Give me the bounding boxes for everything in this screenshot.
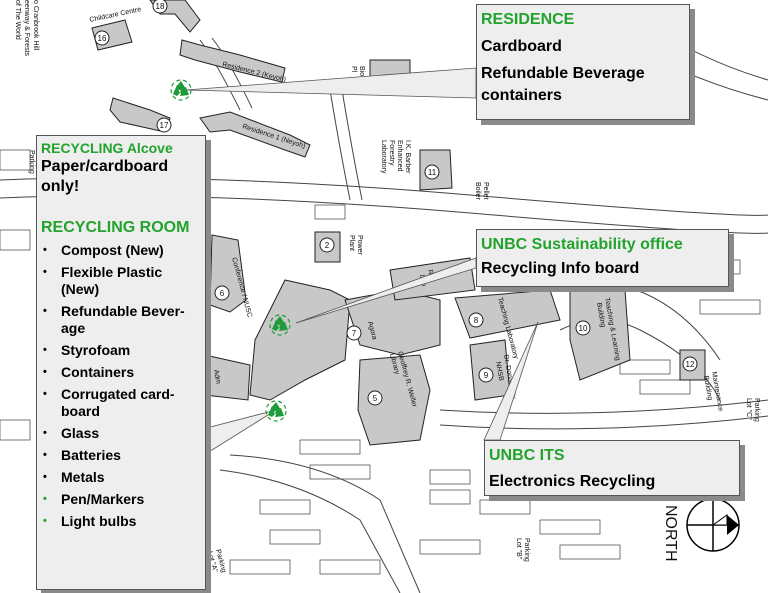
map-label: Parking xyxy=(753,398,760,422)
its-callout: UNBC ITS Electronics Recycling xyxy=(484,440,740,496)
map-label: Boiler xyxy=(474,182,481,201)
map-label: Lot "B" xyxy=(515,538,522,560)
map-label: Enhanced xyxy=(396,140,403,172)
map-label: Plant xyxy=(348,235,355,251)
map-label: Lot "C" xyxy=(745,398,752,420)
list-item: •Corrugated card-board xyxy=(43,386,175,419)
callout-heading: UNBC ITS xyxy=(489,447,565,464)
map-label: I.K. Barber xyxy=(404,140,411,174)
list-item: •Styrofoam xyxy=(43,342,131,358)
map-label: Pl xyxy=(350,66,357,73)
building-numbers: 18 16 17 11 2 6 7 5 8 9 10 12 xyxy=(98,2,695,403)
map-label: Adm xyxy=(212,369,221,385)
north-arrow-icon xyxy=(686,498,740,552)
list-item: •Compost (New) xyxy=(43,242,164,258)
callout-text: Recycling Info board xyxy=(481,260,640,277)
recycle-icon xyxy=(265,400,287,422)
building-number: 10 xyxy=(579,324,588,333)
callout-heading: RECYCLING ROOM xyxy=(41,219,190,236)
callout-item: Cardboard xyxy=(481,38,562,55)
residence-callout: RESIDENCE Cardboard Refundable Beverage … xyxy=(476,4,690,120)
building-number: 18 xyxy=(156,2,165,11)
map-label: Building xyxy=(595,302,606,328)
building-number: 2 xyxy=(325,241,330,250)
callout-text: Electronics Recycling xyxy=(489,473,656,490)
list-item: •Refundable Bever-age xyxy=(43,303,185,336)
recycling-alcove-callout: RECYCLING Alcove Paper/cardboard only! R… xyxy=(36,135,206,590)
building-number: 7 xyxy=(352,329,357,338)
building-number: 11 xyxy=(428,168,437,177)
map-label: NHSB xyxy=(494,361,504,382)
map-label: Laboratory xyxy=(380,140,387,174)
callout-text: Paper/cardboard only! xyxy=(41,158,169,195)
callout-heading: RECYCLING Alcove xyxy=(41,140,173,156)
building-number: 6 xyxy=(220,289,225,298)
map-label: o Cranbrook Hill xyxy=(32,0,39,51)
map-label: Pellet xyxy=(482,182,489,200)
list-item: •Pen/Markers xyxy=(43,491,145,507)
building-number-markers xyxy=(94,0,698,406)
map-label: Power xyxy=(356,235,363,256)
callout-heading: UNBC Sustainability office xyxy=(481,236,683,253)
map-label: Parking xyxy=(28,150,35,174)
north-label: NORTH xyxy=(662,505,679,562)
list-item: •Light bulbs xyxy=(43,513,137,529)
list-item: •Metals xyxy=(43,469,105,485)
map-label: Forestry xyxy=(388,140,395,166)
map-label: Parking xyxy=(523,538,530,562)
building-number: 17 xyxy=(160,121,169,130)
map-label: Childcare Centre xyxy=(89,6,142,24)
building-number: 8 xyxy=(474,316,479,325)
buildings xyxy=(91,0,706,446)
map-label: eenway & Forests xyxy=(23,0,30,57)
callout-item: Refundable Beverage containers xyxy=(481,65,645,104)
map-label: Building xyxy=(702,375,713,401)
building-number: 12 xyxy=(686,360,695,369)
recycling-room-list: •Compost (New) •Flexible Plastic (New) •… xyxy=(41,242,201,530)
sustainability-office-callout: UNBC Sustainability office Recycling Inf… xyxy=(476,229,729,287)
list-item: •Containers xyxy=(43,364,135,380)
list-item: •Glass xyxy=(43,425,100,441)
building-number: 16 xyxy=(98,34,107,43)
building-number: 5 xyxy=(373,394,378,403)
callout-heading: RESIDENCE xyxy=(481,11,575,28)
list-item: •Batteries xyxy=(43,447,121,463)
list-item: •Flexible Plastic (New) xyxy=(43,264,163,297)
map-label: Bio E xyxy=(358,66,365,83)
map-label: of The World xyxy=(14,0,21,40)
map-label: Agora xyxy=(366,321,378,341)
building-number: 9 xyxy=(484,371,489,380)
